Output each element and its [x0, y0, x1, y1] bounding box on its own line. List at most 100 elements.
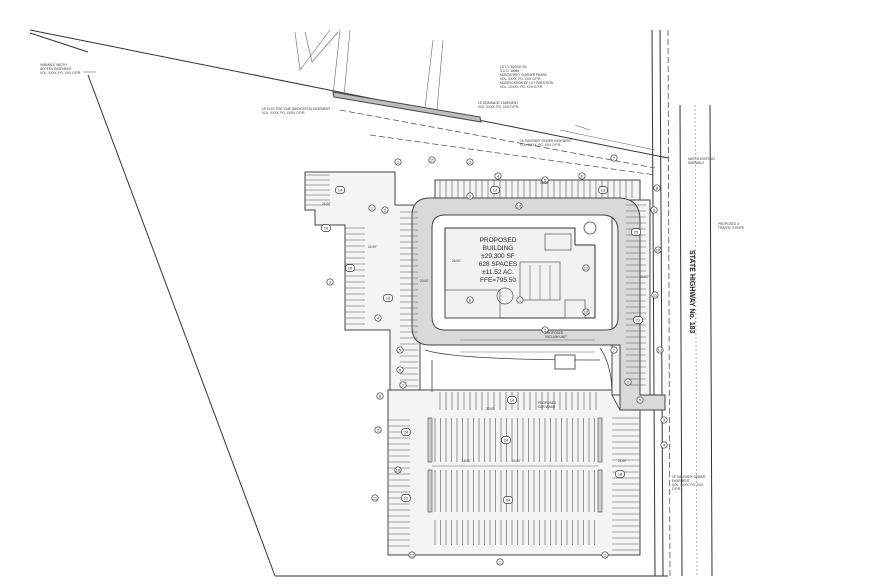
keynote-bubble: 11	[582, 264, 590, 272]
keynote-bubble: 10	[654, 246, 662, 254]
keynote-bubble: 7	[610, 154, 618, 162]
keynote-bubble: 8	[466, 296, 474, 304]
stall-count-marker: 14	[335, 186, 345, 194]
south-parking	[387, 389, 641, 556]
keynote-number: 3	[469, 159, 472, 164]
keynote-number: 2	[431, 157, 434, 162]
building-label-line-1: PROPOSED	[480, 237, 517, 244]
keynote-bubble: 4	[660, 441, 668, 449]
keynote-bubble: 12	[408, 551, 416, 559]
keynote-bubble: 11	[371, 494, 379, 502]
vacuum-callout: PROPOSED VACUUM UNIT	[545, 331, 567, 339]
access-easement-callout: VARIABLE WIDTH ACCESS EASEMENT VOL. XXXX…	[40, 63, 81, 75]
building-label-line-2: BUILDING	[483, 245, 514, 252]
svg-text:EASEMENT: EASEMENT	[672, 479, 690, 483]
sewer-easement-callout: 15' SANITARY SEWER EASEMENT VOL. XXXX, P…	[520, 139, 572, 147]
svg-text:VOL. XXXX, PG. XXX O.P.R.: VOL. XXXX, PG. XXX O.P.R.	[478, 105, 519, 109]
stall-count-marker: 10	[383, 294, 393, 302]
adjacent-lot-lines	[294, 29, 656, 176]
callout-notes: LOT 3, BLOCK XX S.U.D. 18964 MONTERREY C…	[40, 63, 744, 491]
stall-count: 24	[404, 430, 409, 435]
keynote-bubble: 3	[660, 416, 668, 424]
keynote-bubble: 1	[516, 296, 524, 304]
svg-text:VOL. XXXX, PG. XXX O.P.R.: VOL. XXXX, PG. XXX O.P.R.	[520, 143, 561, 147]
svg-text:15' SANITARY SEWER EASEMENT: 15' SANITARY SEWER EASEMENT	[520, 139, 572, 143]
stall-count-marker: 13	[598, 186, 608, 194]
keynote-bubble: 10	[394, 466, 402, 474]
keynote-number: 1	[371, 205, 374, 210]
stall-count-marker: 10	[321, 224, 331, 232]
svg-text:VOL. XXXX, PG. XXX O.P.R.: VOL. XXXX, PG. XXX O.P.R.	[40, 71, 81, 75]
keynote-bubble: 1	[496, 558, 504, 566]
keynote-bubble: 9	[466, 192, 474, 200]
dimension-label: 24.00'	[640, 275, 649, 279]
keynote-number: 5	[639, 397, 642, 402]
traffic-stripe-callout: PROPOSED 4' TRAFFIC STRIPE	[718, 222, 744, 230]
svg-text:LOT 3, BLOCK XX: LOT 3, BLOCK XX	[500, 65, 527, 69]
keynote-bubble: 2	[541, 326, 549, 334]
keynote-bubble: 3	[466, 158, 474, 166]
drainage-easement-callout: 15' DRAINAGE EASEMENT VOL. XXXX, PG. XXX…	[478, 101, 519, 109]
stall-count: 12	[493, 188, 498, 193]
stall-count: 24	[504, 438, 509, 443]
svg-text:VOL. 1XXXX, PG. XXX O.P.R.: VOL. 1XXXX, PG. XXX O.P.R.	[500, 85, 543, 89]
building-ffe: FFE=795.50	[480, 277, 516, 284]
stall-count-marker: 25	[631, 228, 641, 236]
stall-count: 21	[636, 318, 641, 323]
keynote-number: 1	[397, 159, 400, 164]
property-boundary	[29, 29, 669, 577]
dimension-label: 24.00'	[368, 245, 377, 249]
keynote-number: 12	[658, 347, 663, 352]
stall-count-marker: 12	[401, 494, 411, 502]
keynote-number: 11	[653, 292, 658, 297]
keynote-number: 12	[584, 309, 589, 314]
keynote-number: 2	[604, 552, 607, 557]
svg-text:ACCESS EASEMENT: ACCESS EASEMENT	[40, 67, 72, 71]
svg-text:TRAFFIC STRIPE: TRAFFIC STRIPE	[718, 226, 744, 230]
dimension-label: 26.00'	[452, 259, 461, 263]
svg-text:CAR WASH: CAR WASH	[538, 405, 556, 409]
keynote-number: 11	[373, 495, 378, 500]
keynote-bubble: 7	[610, 346, 618, 354]
keynote-number: 5	[544, 177, 547, 182]
parking-stalls	[305, 174, 646, 551]
stall-count: 15	[348, 266, 353, 271]
highway-right-of-way	[651, 29, 713, 577]
keynote-bubble: 10	[515, 202, 523, 210]
svg-text:PROPOSED 4': PROPOSED 4'	[718, 222, 740, 226]
svg-text:MONTERREY CORNER PHASE: MONTERREY CORNER PHASE	[500, 73, 547, 77]
stall-count-marker: 24	[501, 436, 511, 444]
keynote-number: 8	[379, 393, 382, 398]
car-wash-area	[460, 339, 595, 370]
svg-text:O.P.R.: O.P.R.	[672, 487, 681, 491]
keynote-number: 10	[396, 467, 401, 472]
stall-count-marker: 15	[345, 264, 355, 272]
keynote-bubble: 4	[494, 172, 502, 180]
keynote-number: 10	[656, 247, 661, 252]
keynote-number: 1	[519, 297, 522, 302]
keynote-number: 6	[627, 379, 630, 384]
building-spaces: 628 SPACES	[479, 261, 518, 268]
keynote-number: 4	[663, 442, 666, 447]
keynote-number: 10	[517, 203, 522, 208]
stall-count-marker: 14	[507, 396, 517, 404]
keynote-number: 11	[584, 265, 589, 270]
keynote-bubble: 6	[396, 366, 404, 374]
keynote-number: 8	[656, 185, 659, 190]
keynote-bubble: 8	[376, 392, 384, 400]
stall-count: 25	[634, 230, 639, 235]
keynote-number: 8	[469, 297, 472, 302]
keynote-number: 9	[469, 193, 472, 198]
car-wash-callout: PROPOSED CAR WASH	[538, 401, 557, 409]
svg-text:PROPOSED: PROPOSED	[545, 331, 564, 335]
stall-count-marker: 12	[490, 186, 500, 194]
stall-count: 18	[618, 472, 623, 477]
keynote-number: 3	[329, 279, 332, 284]
svg-text:15' SANITARY SEWER: 15' SANITARY SEWER	[672, 475, 706, 479]
keynote-number: 7	[613, 155, 616, 160]
keynote-bubble: 2	[381, 206, 389, 214]
keynote-bubble: 9	[374, 426, 382, 434]
